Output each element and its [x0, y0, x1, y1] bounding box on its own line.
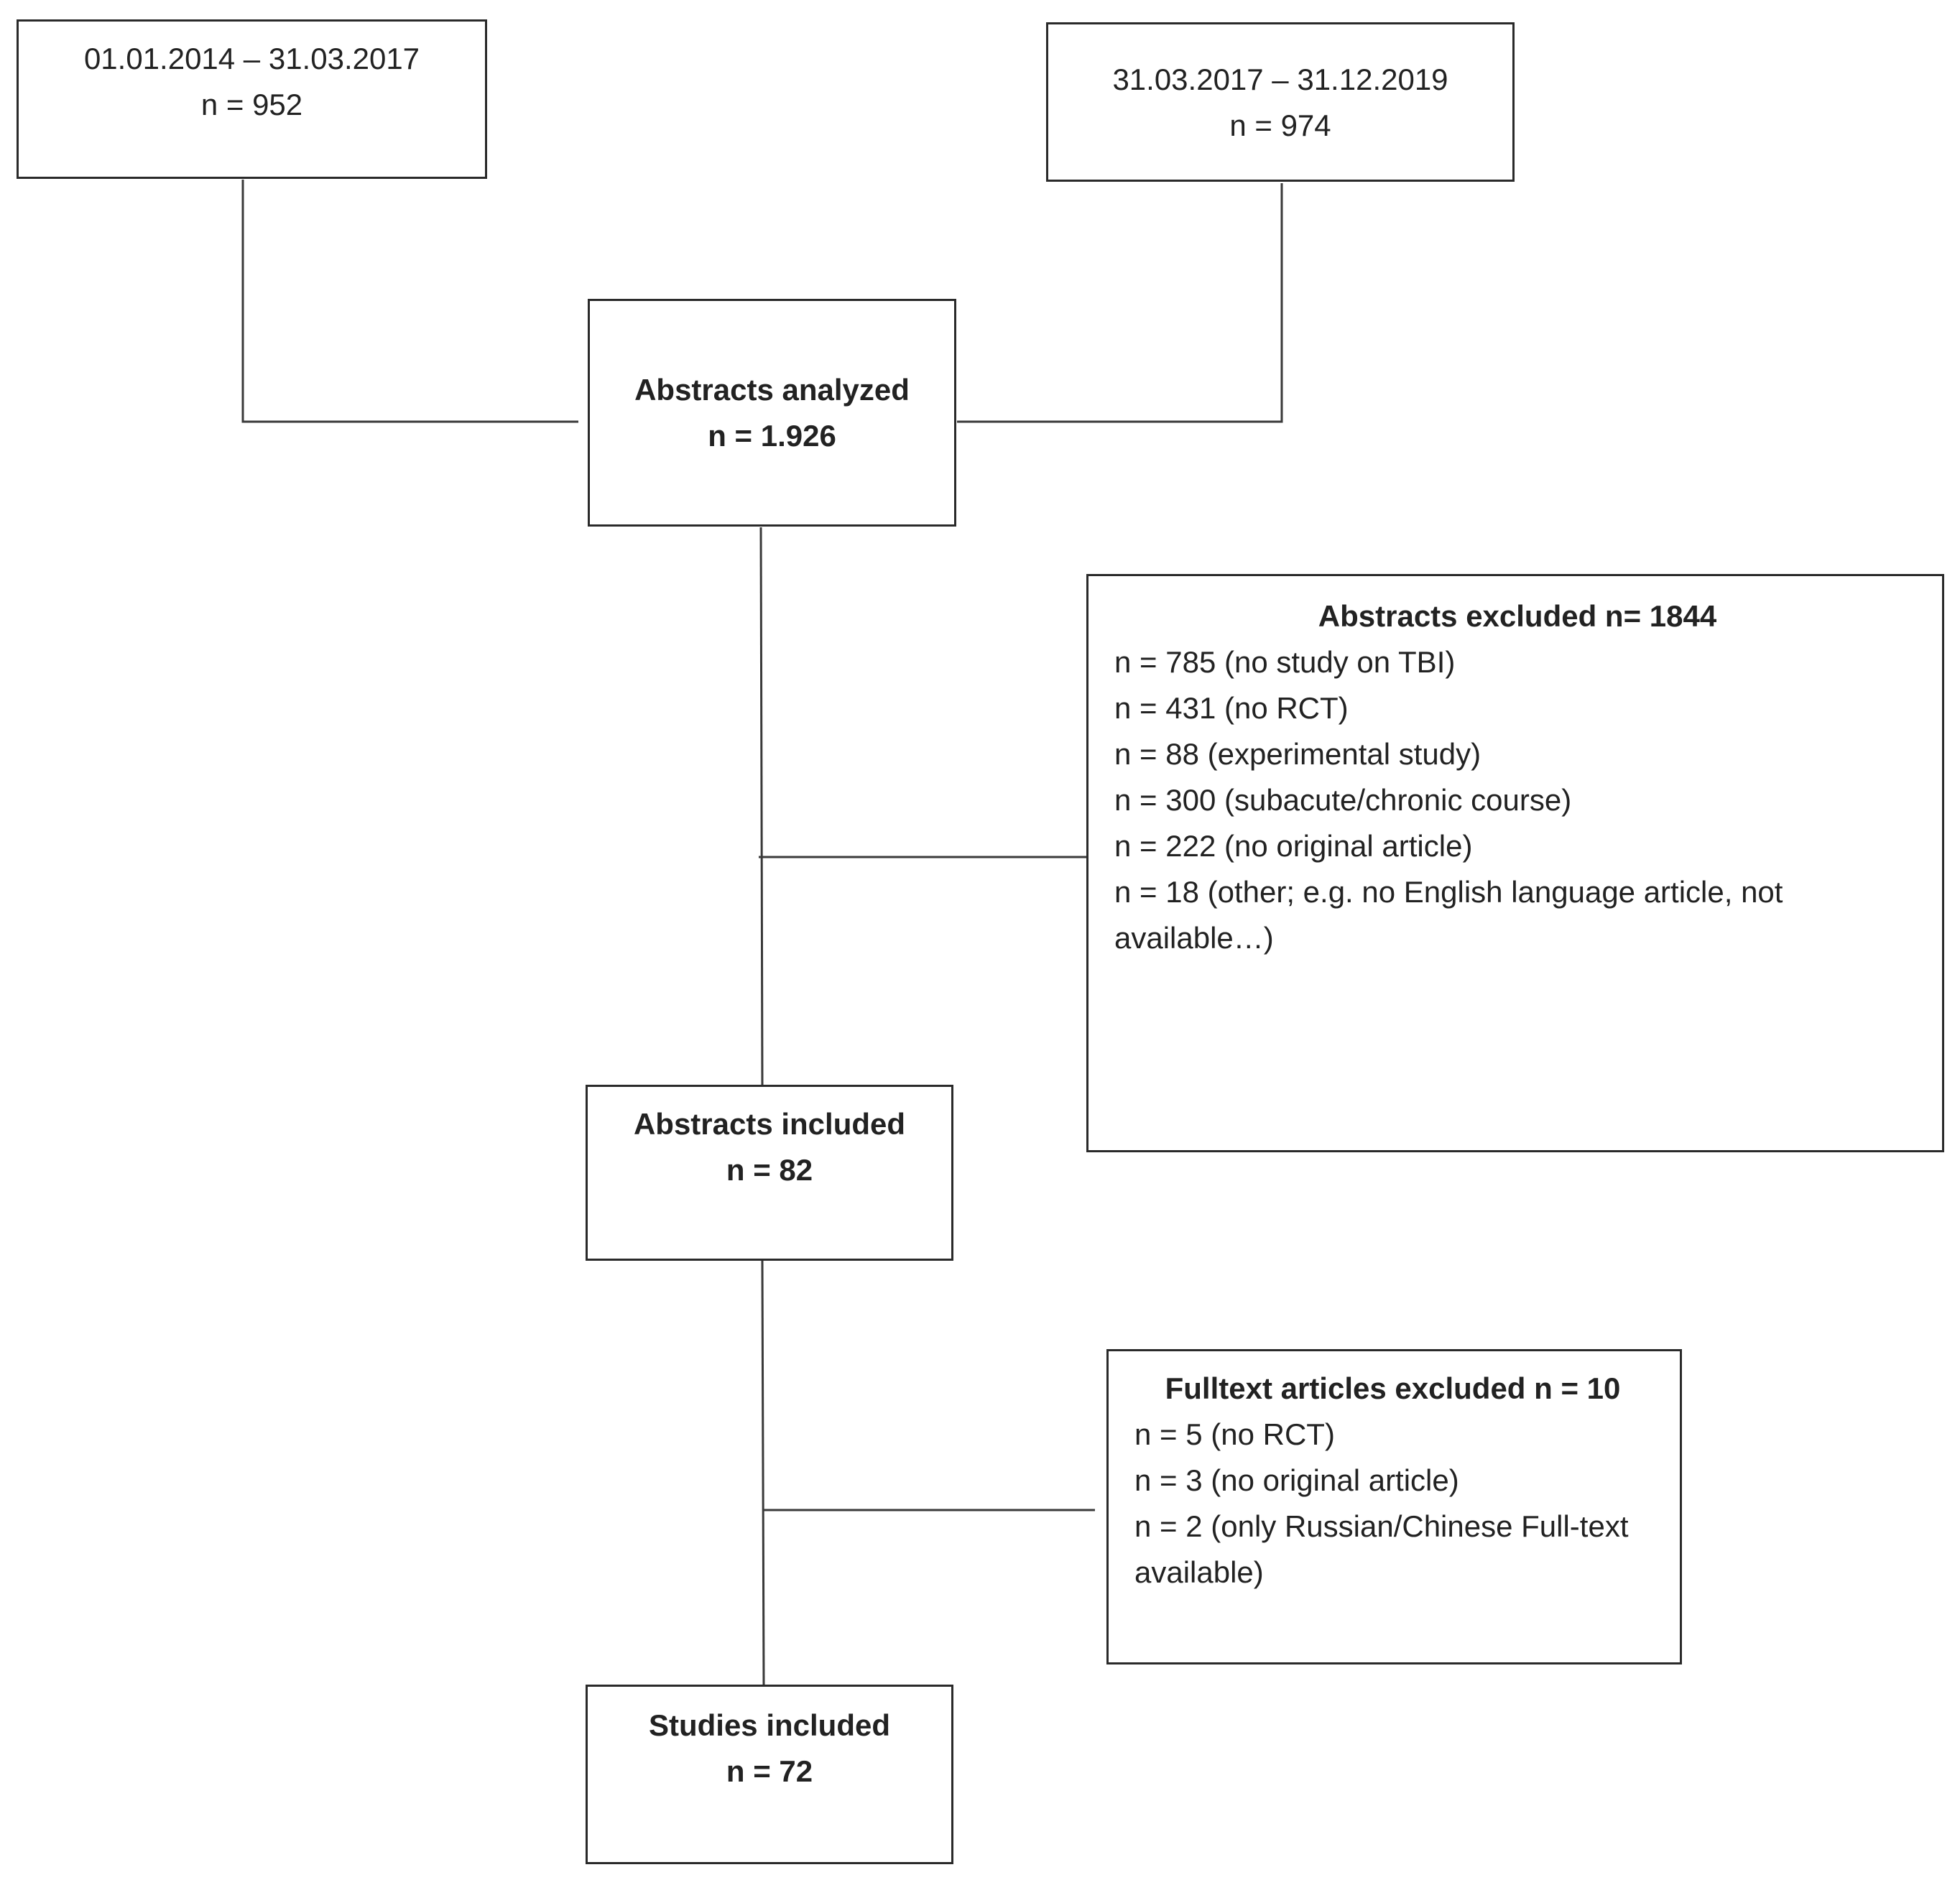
source-box-2017-2019-count: n = 974	[1229, 108, 1331, 142]
studies-included-title: Studies included	[648, 1708, 891, 1742]
studies-included-count: n = 72	[726, 1754, 813, 1788]
connector-source2-to-analyzed	[957, 183, 1283, 423]
connector-source1-to-analyzed	[241, 180, 578, 423]
abstracts-excluded-item: n = 18 (other; e.g. no English language …	[1114, 875, 1783, 955]
connector-included-to-studies	[761, 1260, 765, 1685]
fulltext-excluded-title: Fulltext articles excluded n = 10	[1165, 1371, 1621, 1405]
abstracts-excluded-item: n = 88 (experimental study)	[1114, 737, 1481, 771]
fulltext-excluded-item: n = 3 (no original article)	[1134, 1463, 1459, 1497]
abstracts-analyzed-count: n = 1.926	[708, 419, 836, 453]
abstracts-excluded-item: n = 300 (subacute/chronic course)	[1114, 783, 1572, 817]
abstracts-excluded-item: n = 222 (no original article)	[1114, 829, 1473, 863]
fulltext-excluded-item: n = 5 (no RCT)	[1134, 1417, 1335, 1451]
fulltext-excluded-box: Fulltext articles excluded n = 10 n = 5 …	[1106, 1349, 1682, 1664]
studies-included-box: Studies included n = 72	[586, 1685, 953, 1864]
abstracts-excluded-item: n = 431 (no RCT)	[1114, 691, 1349, 725]
abstracts-included-title: Abstracts included	[633, 1107, 906, 1141]
source-box-2017-2019-date-range: 31.03.2017 – 31.12.2019	[1112, 62, 1448, 96]
abstracts-analyzed-title: Abstracts analyzed	[634, 373, 910, 407]
abstracts-analyzed-box: Abstracts analyzed n = 1.926	[588, 299, 956, 527]
source-box-2014-2017-count: n = 952	[200, 88, 303, 121]
source-box-2017-2019: 31.03.2017 – 31.12.2019 n = 974	[1046, 22, 1515, 182]
abstracts-included-box: Abstracts included n = 82	[586, 1085, 953, 1261]
abstracts-excluded-title: Abstracts excluded n= 1844	[1318, 599, 1717, 633]
connector-analyzed-to-included	[759, 527, 764, 1085]
fulltext-excluded-item: n = 2 (only Russian/Chinese Full-text av…	[1134, 1509, 1629, 1589]
abstracts-excluded-item: n = 785 (no study on TBI)	[1114, 645, 1456, 679]
abstracts-included-count: n = 82	[726, 1153, 813, 1187]
source-box-2014-2017: 01.01.2014 – 31.03.2017 n = 952	[17, 19, 487, 179]
abstracts-excluded-box: Abstracts excluded n= 1844 n = 785 (no s…	[1086, 574, 1944, 1152]
source-box-2014-2017-date-range: 01.01.2014 – 31.03.2017	[83, 42, 420, 75]
